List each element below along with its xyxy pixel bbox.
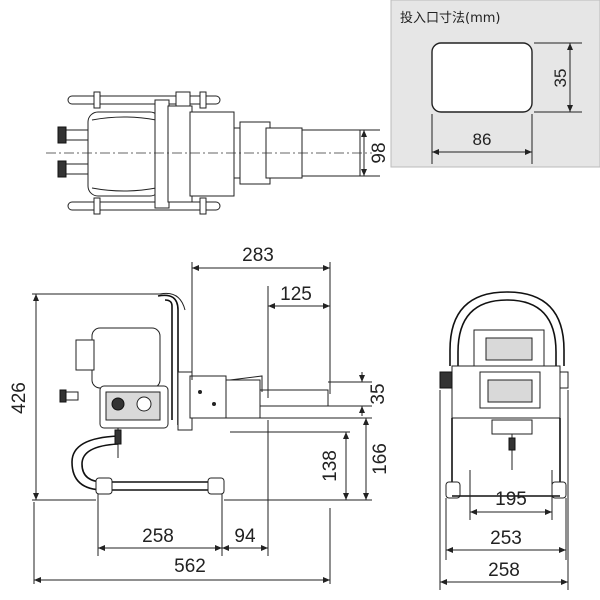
total-length-label: 562 xyxy=(174,556,206,577)
inlet-opening-label: 35 xyxy=(368,383,389,404)
inlet-opening-shape xyxy=(431,42,533,113)
inlet-panel-title: 投入口寸法(mm) xyxy=(400,10,500,26)
top-partial-label: 125 xyxy=(280,284,312,305)
frame-width-label: 253 xyxy=(490,528,522,549)
inlet-height-label: 35 xyxy=(551,69,570,88)
inlet-width-label: 86 xyxy=(473,130,492,149)
outlet-chute-side xyxy=(259,389,329,407)
top-length-label: 283 xyxy=(242,245,274,266)
front-view: 195 253 258 xyxy=(439,291,569,590)
total-height-label: 426 xyxy=(9,382,30,414)
total-width-label: 258 xyxy=(488,560,520,581)
outlet-height-label: 166 xyxy=(370,443,391,475)
inlet-dimension-panel: 投入口寸法(mm) 86 35 xyxy=(390,0,600,168)
side-view: 426 283 125 35 138 166 xyxy=(9,245,391,584)
inner-width-label: 195 xyxy=(495,489,527,510)
motor-body-top xyxy=(87,111,161,197)
base-frame xyxy=(71,435,218,491)
motor-body-side xyxy=(91,327,161,389)
base-length-label: 258 xyxy=(142,526,174,547)
base-offset-label: 94 xyxy=(234,526,256,547)
inlet-height-label-side: 138 xyxy=(320,450,341,482)
top-width-label: 98 xyxy=(369,142,390,163)
top-view: 98 xyxy=(46,91,390,215)
arch-handle xyxy=(449,291,565,366)
